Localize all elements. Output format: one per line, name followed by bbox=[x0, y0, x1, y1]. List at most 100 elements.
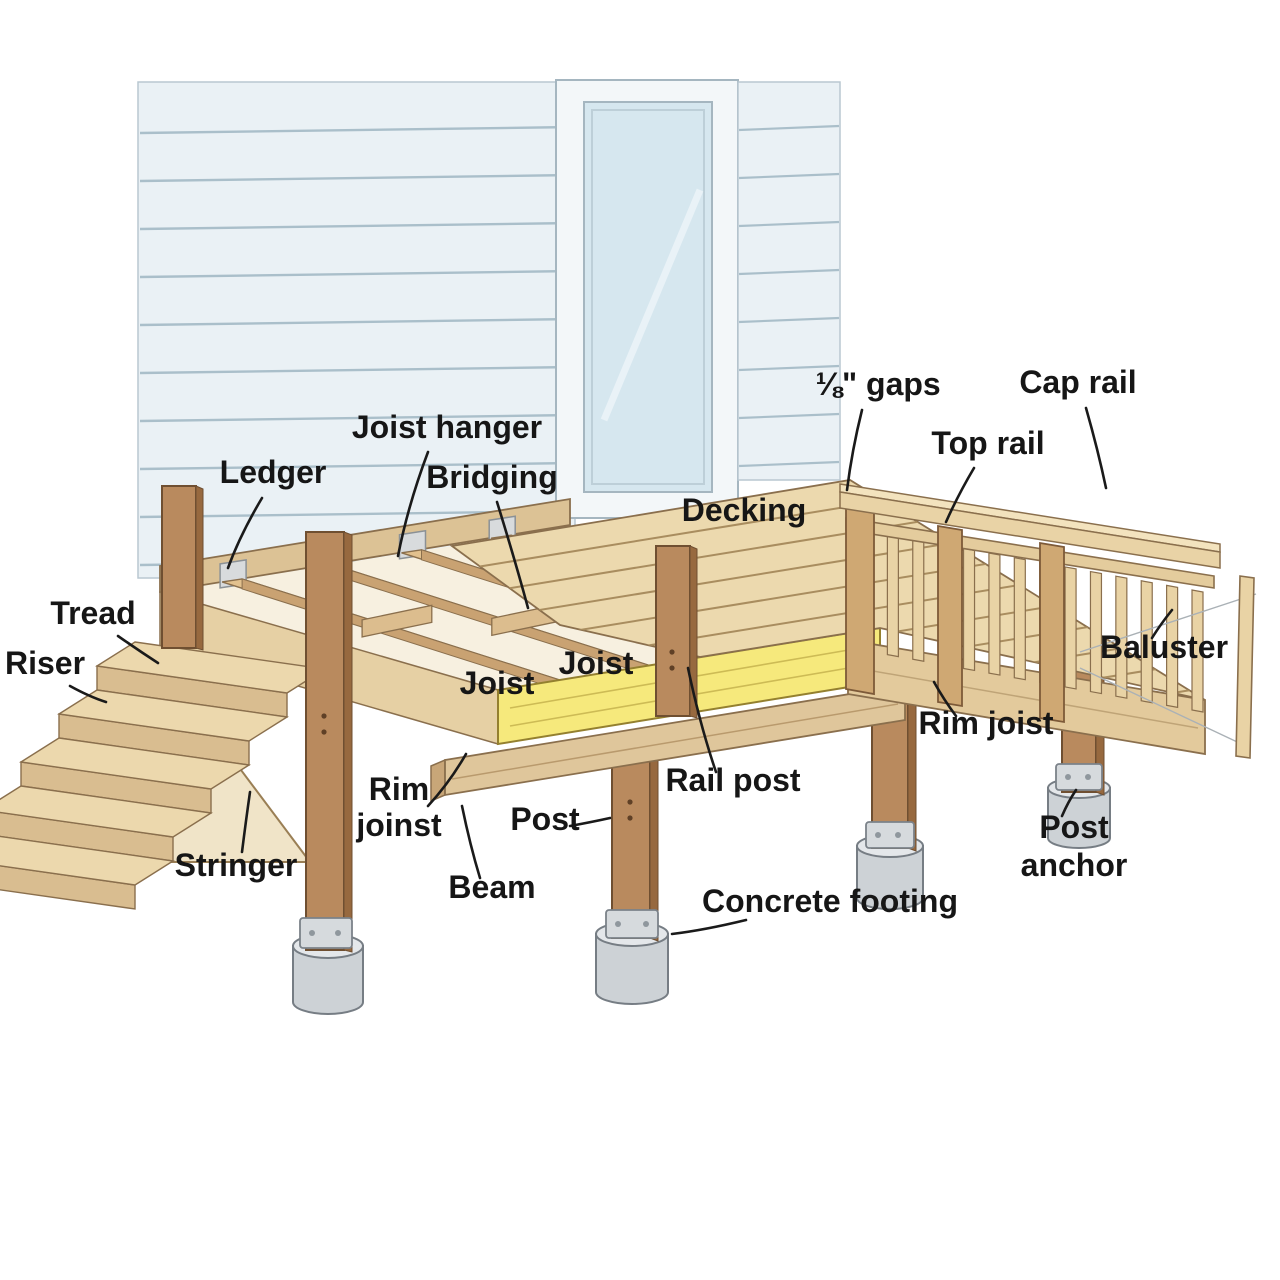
leader-stringer bbox=[240, 790, 252, 854]
stair-rail-post-side bbox=[195, 485, 204, 651]
leader-beam bbox=[460, 804, 482, 880]
leader-rail-post bbox=[686, 666, 718, 774]
stair-tread bbox=[57, 689, 289, 742]
siding-line bbox=[738, 316, 840, 324]
anchor-bolt bbox=[895, 832, 901, 838]
stair-tread bbox=[95, 641, 327, 694]
label-riser: Riser bbox=[5, 645, 85, 681]
siding-line bbox=[139, 317, 575, 327]
post-bolt bbox=[321, 729, 327, 735]
baluster-board bbox=[988, 552, 1001, 676]
leader-post-anchor bbox=[1060, 788, 1078, 818]
label-bridging: Bridging bbox=[426, 459, 558, 495]
stair-rail-post bbox=[161, 485, 197, 649]
label-concrete-footing: Concrete footing bbox=[702, 883, 958, 919]
baluster-board bbox=[1191, 589, 1204, 713]
label-post: Post bbox=[510, 801, 580, 837]
leader-ledger bbox=[226, 496, 264, 570]
label-beam: Beam bbox=[448, 869, 535, 905]
siding-right-panel bbox=[737, 81, 841, 481]
beam-grain-line bbox=[451, 703, 899, 780]
post-left-tall-side bbox=[343, 531, 353, 953]
exploded-guide-line bbox=[1079, 593, 1257, 653]
baluster-board bbox=[962, 547, 976, 672]
siding-line bbox=[139, 365, 575, 375]
leader-cap-rail bbox=[1084, 406, 1108, 490]
label-ledger: Ledger bbox=[220, 454, 327, 490]
siding-line bbox=[738, 220, 840, 228]
leader-riser bbox=[68, 684, 108, 704]
post-bolt bbox=[627, 815, 633, 821]
siding-line bbox=[139, 461, 575, 471]
leader-lines bbox=[68, 406, 1174, 936]
post-anchor-right bbox=[865, 821, 915, 849]
label-joist-b: Joist bbox=[460, 665, 535, 701]
concrete-footing-far-right bbox=[1047, 787, 1111, 849]
concrete-footing-left bbox=[292, 945, 364, 1015]
stairs bbox=[0, 641, 327, 910]
stair-tread bbox=[0, 835, 175, 886]
label-stringer: Stringer bbox=[175, 847, 298, 883]
siding-line bbox=[139, 413, 575, 423]
label-top-rail: Top rail bbox=[931, 425, 1044, 461]
siding-line bbox=[139, 269, 575, 279]
siding-line bbox=[738, 412, 840, 420]
post-anchor-far-right bbox=[1055, 763, 1103, 791]
baluster-board bbox=[1166, 584, 1179, 709]
baluster-board bbox=[886, 533, 899, 658]
siding-left-panel bbox=[137, 81, 576, 579]
leader-post bbox=[568, 816, 612, 828]
label-rim-joist: Rim joist bbox=[918, 705, 1053, 741]
baluster-board bbox=[1064, 566, 1077, 690]
beam-board bbox=[444, 683, 906, 797]
leader-joist-hanger bbox=[396, 450, 430, 558]
post-anchor-left bbox=[299, 917, 353, 949]
post-left-tall bbox=[305, 531, 345, 951]
anchor-bolt bbox=[615, 921, 621, 927]
anchor-bolt bbox=[335, 930, 341, 936]
label-cap-rail: Cap rail bbox=[1019, 364, 1136, 400]
label-tread: Tread bbox=[50, 595, 135, 631]
stair-tread bbox=[19, 737, 251, 790]
rail-post-center bbox=[655, 545, 691, 717]
leader-gaps bbox=[845, 408, 864, 492]
label-post-anchor-line2: anchor bbox=[1021, 847, 1128, 883]
bridging-block bbox=[361, 604, 433, 638]
anchor-bolt bbox=[643, 921, 649, 927]
siding-line bbox=[139, 221, 575, 231]
beam-assembly bbox=[430, 683, 906, 803]
stair-tread bbox=[0, 785, 213, 838]
leader-bridging bbox=[495, 500, 530, 610]
label-gaps: ⅛" gaps bbox=[815, 366, 940, 402]
siding-line bbox=[738, 364, 840, 372]
door-glass-inner-frame bbox=[591, 109, 705, 485]
siding-line bbox=[738, 268, 840, 276]
leader-rim-joist bbox=[932, 680, 958, 718]
concrete-footing-right bbox=[856, 845, 924, 910]
baluster-board bbox=[1140, 580, 1153, 704]
deck-board-gap bbox=[452, 493, 925, 614]
baluster-board bbox=[1089, 570, 1103, 695]
leader-baluster bbox=[1150, 608, 1174, 640]
label-rim-left-line2: joinst bbox=[355, 807, 442, 843]
siding-line bbox=[738, 124, 840, 132]
label-rim-left-line1: Rim bbox=[369, 771, 429, 807]
anchor-bolt bbox=[309, 930, 315, 936]
deck-board-gap bbox=[452, 513, 964, 634]
stair-steps bbox=[0, 641, 327, 910]
rail-post-center-side bbox=[689, 545, 698, 719]
post-bolt bbox=[669, 649, 675, 655]
rail-post-mid-1 bbox=[937, 524, 963, 708]
siding-line bbox=[738, 172, 840, 180]
label-decking: Decking bbox=[682, 492, 806, 528]
glass-highlight bbox=[600, 188, 704, 422]
rail-post-left bbox=[845, 502, 875, 696]
front-posts bbox=[161, 485, 698, 1015]
label-joist-a: Joist bbox=[559, 645, 634, 681]
baluster-board bbox=[1013, 556, 1026, 681]
door-glass-pane bbox=[583, 101, 713, 493]
labels: Tread Riser Stringer Ledger Joist hanger… bbox=[5, 364, 1228, 919]
baluster-board bbox=[912, 538, 925, 662]
